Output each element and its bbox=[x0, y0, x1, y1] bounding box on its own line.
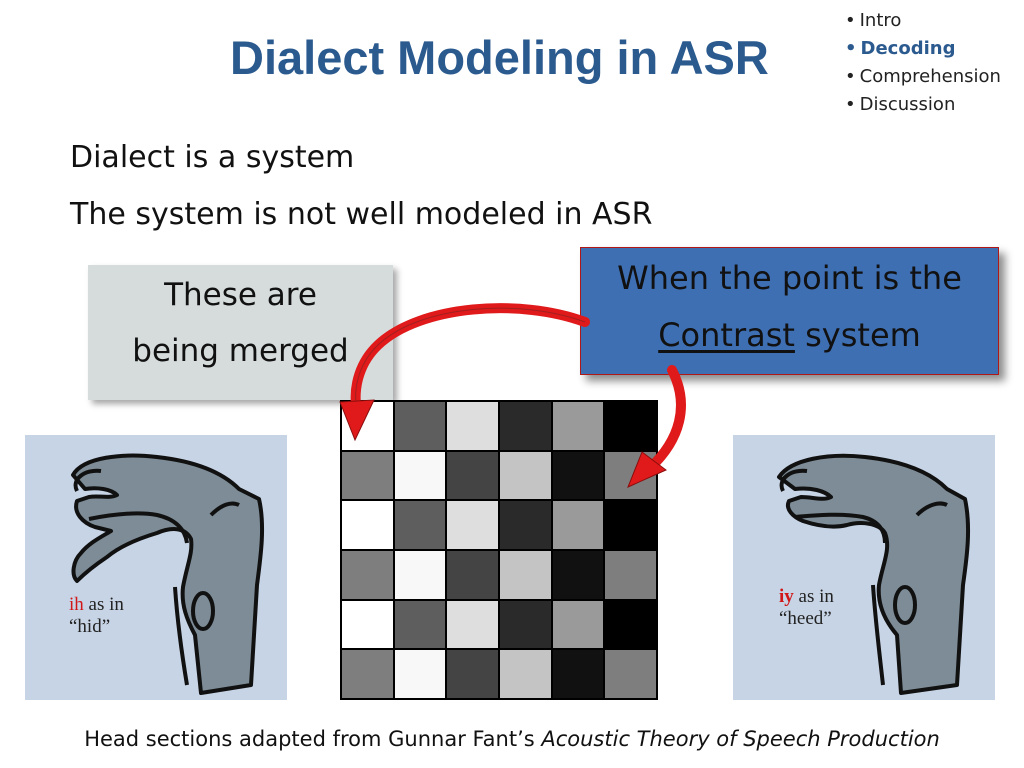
vocal-tract-heed-image bbox=[733, 435, 995, 700]
grid-cell bbox=[499, 550, 552, 600]
phone-iy: iy bbox=[779, 586, 794, 607]
grid-cell bbox=[604, 600, 657, 650]
grid-cell bbox=[394, 649, 447, 699]
nav-item-label: Intro bbox=[860, 10, 902, 31]
grid-cell bbox=[341, 401, 394, 451]
grid-cell bbox=[604, 451, 657, 501]
grid-cell bbox=[394, 500, 447, 550]
book-title: Acoustic Theory of Speech Production bbox=[541, 727, 939, 751]
grid-cell bbox=[552, 500, 605, 550]
grid-cell bbox=[341, 649, 394, 699]
nav-item-intro[interactable]: •Intro bbox=[845, 7, 1001, 35]
vocal-tract-hid-image bbox=[25, 435, 287, 700]
grid-cell bbox=[499, 401, 552, 451]
word-hid: “hid” bbox=[69, 616, 110, 637]
grid-cell bbox=[394, 451, 447, 501]
grid-cell bbox=[394, 401, 447, 451]
nav-item-label: Discussion bbox=[860, 94, 956, 115]
contrast-rest: system bbox=[795, 316, 921, 354]
grid-cell bbox=[552, 451, 605, 501]
head-caption-hid: ih as in “hid” bbox=[69, 594, 124, 638]
head-caption-heed: iy as in “heed” bbox=[779, 586, 834, 630]
grid-cell bbox=[341, 500, 394, 550]
contrast-line-2: Contrast system bbox=[581, 307, 998, 364]
contrast-keyword: Contrast bbox=[658, 316, 795, 354]
grid-cell bbox=[604, 401, 657, 451]
section-nav: •Intro •Decoding •Comprehension •Discuss… bbox=[845, 7, 1001, 119]
nav-item-label: Comprehension bbox=[860, 66, 1001, 87]
merged-line-2: being merged bbox=[88, 323, 393, 379]
bullet-not-modeled: The system is not well modeled in ASR bbox=[70, 197, 652, 232]
grid-cell bbox=[499, 451, 552, 501]
grid-cell bbox=[341, 550, 394, 600]
word-heed: “heed” bbox=[779, 608, 832, 629]
grid-cell bbox=[604, 500, 657, 550]
grid-cell bbox=[394, 550, 447, 600]
grid-cell bbox=[394, 600, 447, 650]
grid-cell bbox=[604, 649, 657, 699]
contrast-grid bbox=[340, 400, 658, 700]
merged-line-1: These are bbox=[88, 267, 393, 323]
grid-cell bbox=[499, 500, 552, 550]
grid-cell bbox=[499, 600, 552, 650]
nav-item-comprehension[interactable]: •Comprehension bbox=[845, 63, 1001, 91]
nav-item-decoding[interactable]: •Decoding bbox=[845, 35, 1001, 63]
slide-title: Dialect Modeling in ASR bbox=[230, 30, 769, 85]
head-section-right: iy as in “heed” bbox=[733, 435, 995, 700]
grid-cell bbox=[446, 401, 499, 451]
contrast-line-1: When the point is the bbox=[581, 250, 998, 307]
grid-cell bbox=[341, 600, 394, 650]
grid-cell bbox=[446, 550, 499, 600]
grid-cell bbox=[552, 550, 605, 600]
grid-cell bbox=[341, 451, 394, 501]
grid-cell bbox=[499, 649, 552, 699]
merged-callout: These are being merged bbox=[88, 265, 393, 400]
grid-cell bbox=[604, 550, 657, 600]
head-section-left: ih as in “hid” bbox=[25, 435, 287, 700]
grid-cell bbox=[552, 401, 605, 451]
grid-cell bbox=[446, 649, 499, 699]
phone-ih: ih bbox=[69, 594, 84, 615]
grid-cell bbox=[446, 600, 499, 650]
nav-item-discussion[interactable]: •Discussion bbox=[845, 91, 1001, 119]
footer-citation: Head sections adapted from Gunnar Fant’s… bbox=[0, 727, 1024, 751]
bullet-dialect-system: Dialect is a system bbox=[70, 140, 354, 175]
grid-cell bbox=[446, 500, 499, 550]
grid-cell bbox=[446, 451, 499, 501]
grid-cell bbox=[552, 600, 605, 650]
nav-item-label: Decoding bbox=[861, 38, 956, 59]
grid-cell bbox=[552, 649, 605, 699]
contrast-callout: When the point is the Contrast system bbox=[580, 247, 999, 375]
